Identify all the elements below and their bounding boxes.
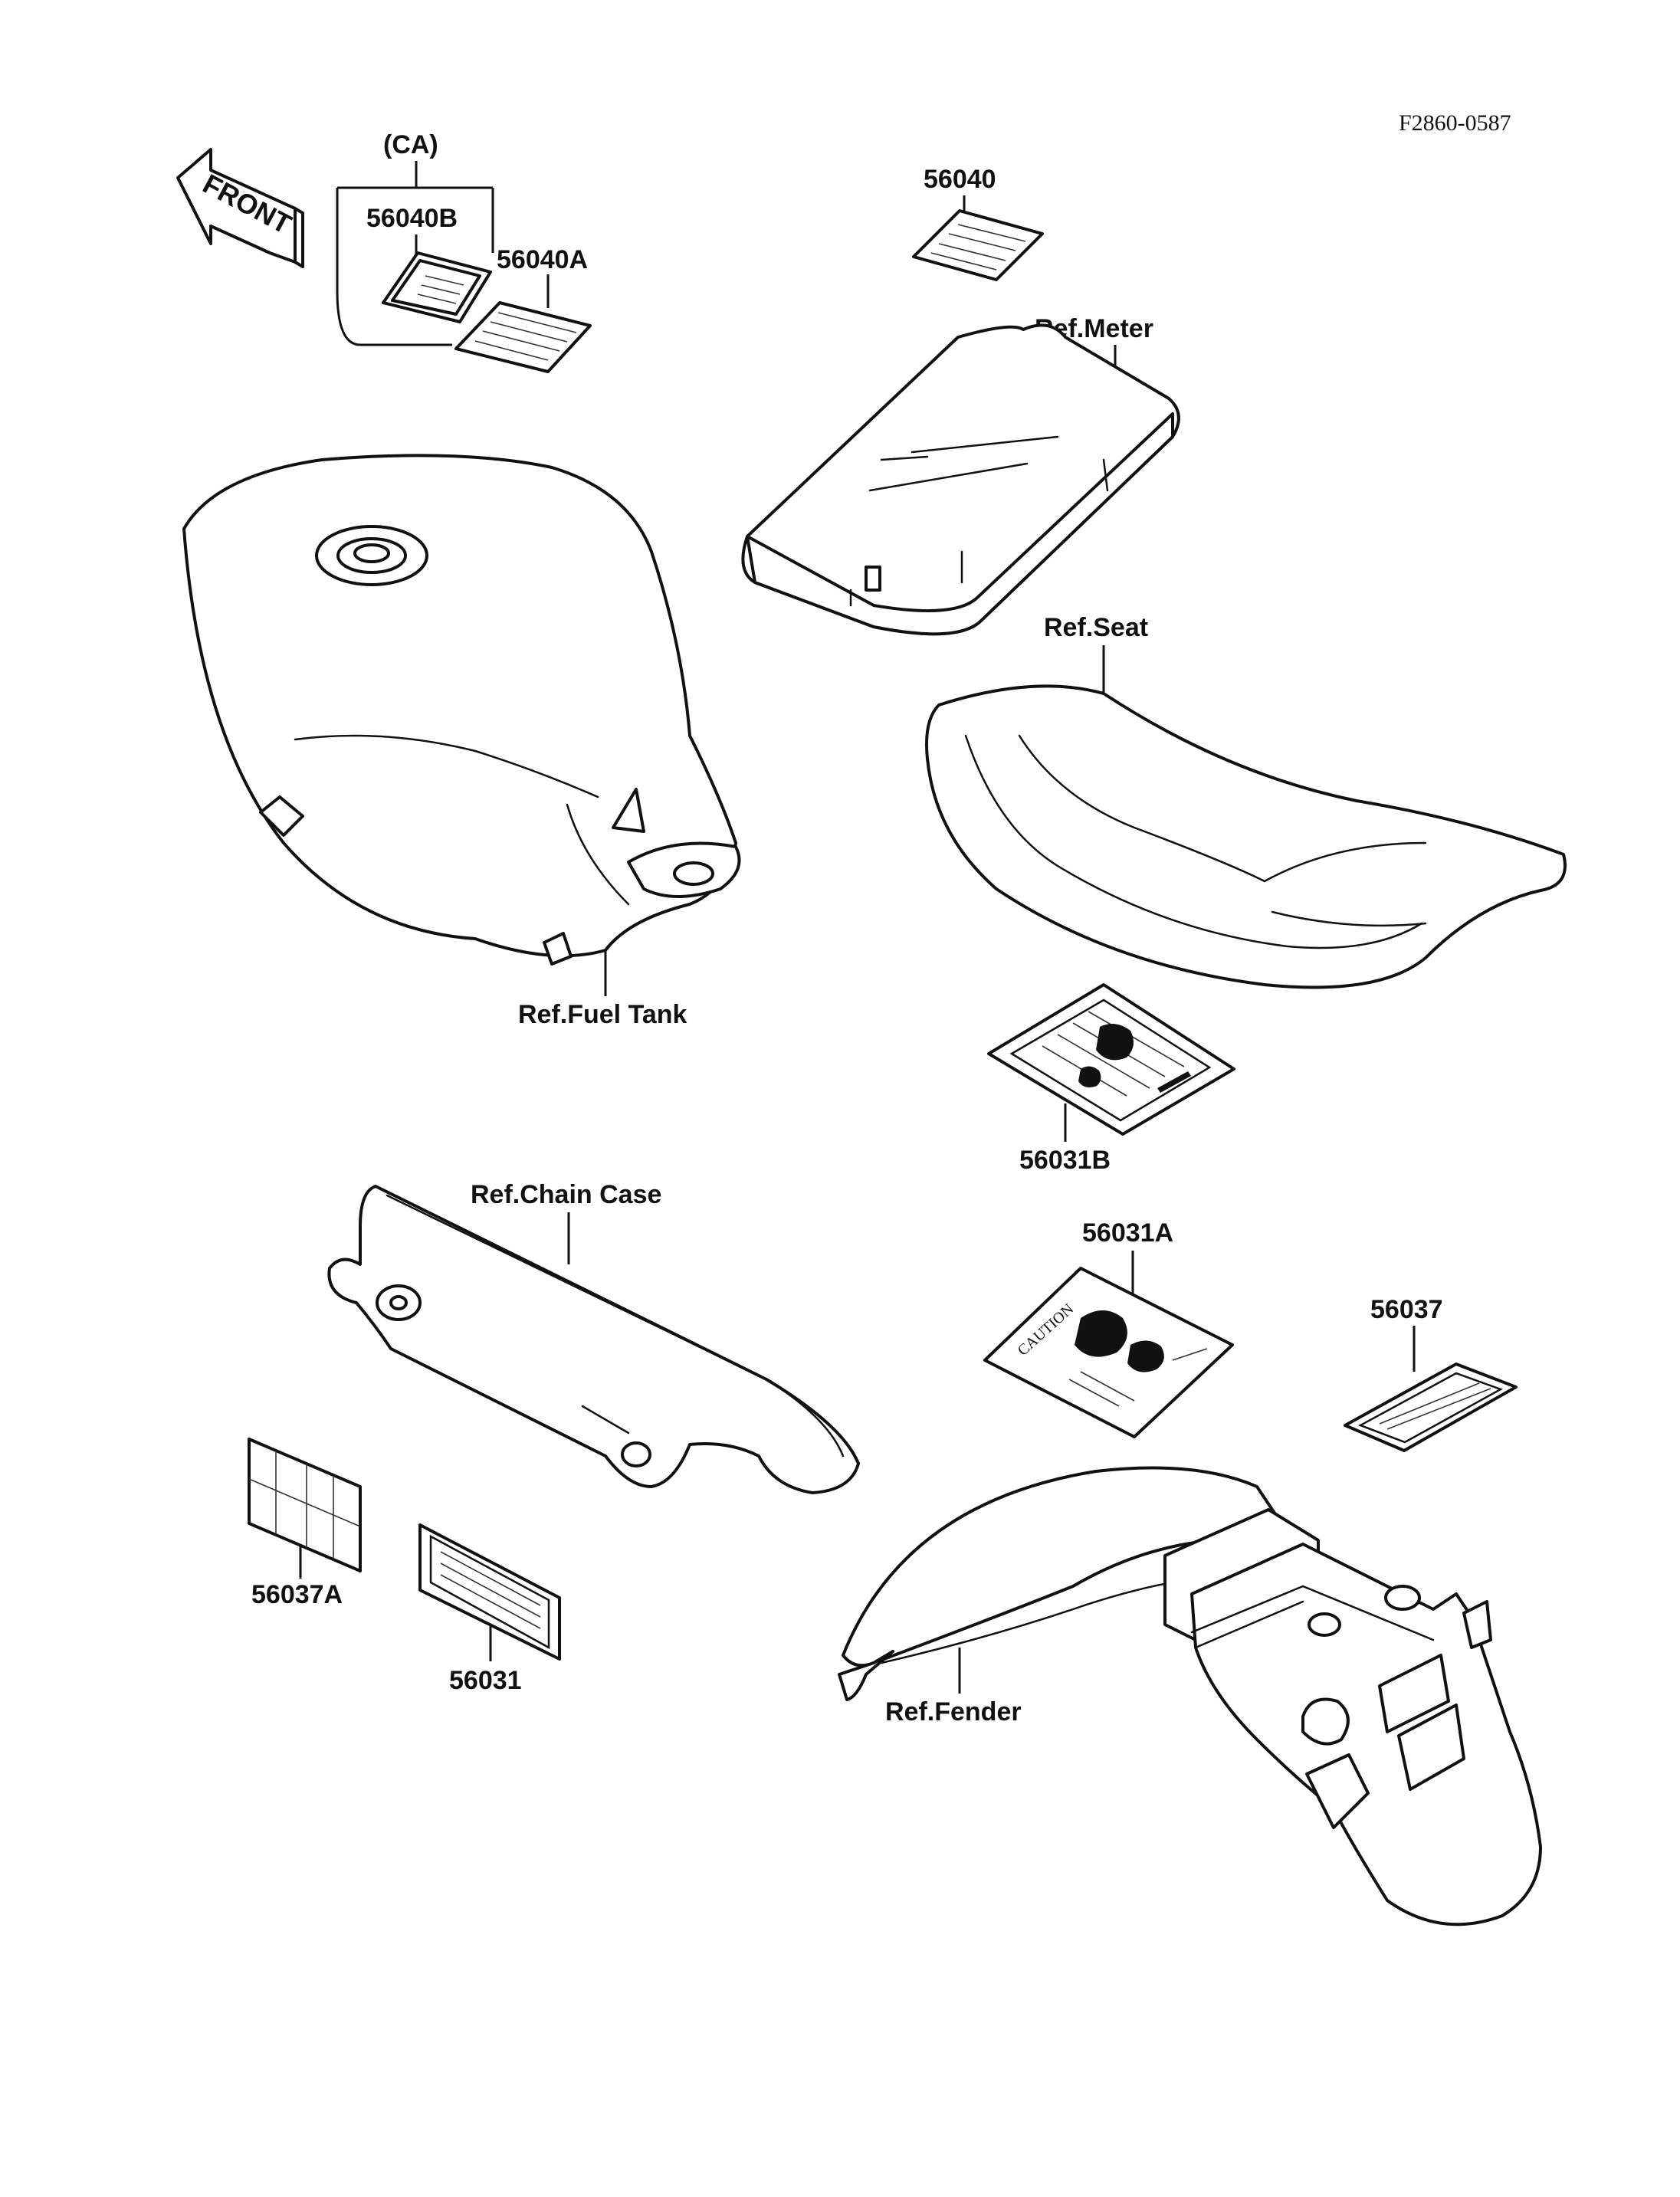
ref-chain-case-label: Ref.Chain Case	[471, 1180, 661, 1209]
label-56031B: 56031B	[1019, 1146, 1111, 1175]
drawing-code: F2860-0587	[1399, 110, 1511, 136]
decal-56040	[912, 209, 1044, 281]
label-56040A: 56040A	[497, 245, 588, 274]
label-56040: 56040	[924, 165, 996, 194]
label-56031A: 56031A	[1082, 1218, 1173, 1248]
rear-fender	[838, 1466, 1542, 1926]
decal-56031	[418, 1523, 561, 1661]
decal-56037A	[248, 1438, 362, 1572]
label-56031: 56031	[449, 1666, 522, 1695]
decal-56031B	[987, 983, 1235, 1136]
label-56037: 56037	[1370, 1295, 1443, 1324]
label-56037A: 56037A	[251, 1580, 343, 1609]
ref-seat-label: Ref.Seat	[1044, 613, 1148, 642]
meter-housing	[741, 323, 1180, 636]
decal-56040B	[382, 251, 492, 323]
ca-group-label: (CA)	[383, 130, 438, 159]
decal-56037	[1344, 1362, 1518, 1452]
ref-fuel-tank-label: Ref.Fuel Tank	[518, 1000, 687, 1029]
front-arrow-icon: FRONT	[176, 148, 304, 268]
decal-56031A: CAUTION	[983, 1267, 1234, 1438]
chain-case	[327, 1185, 860, 1494]
ref-fender-label: Ref.Fender	[885, 1697, 1022, 1726]
label-56040B: 56040B	[366, 204, 458, 233]
ca-group-bracket	[336, 186, 494, 346]
ca-group: (CA) 56040B	[336, 130, 494, 346]
fuel-tank	[182, 454, 741, 966]
seat	[925, 684, 1567, 989]
decal-56040A	[454, 301, 592, 373]
